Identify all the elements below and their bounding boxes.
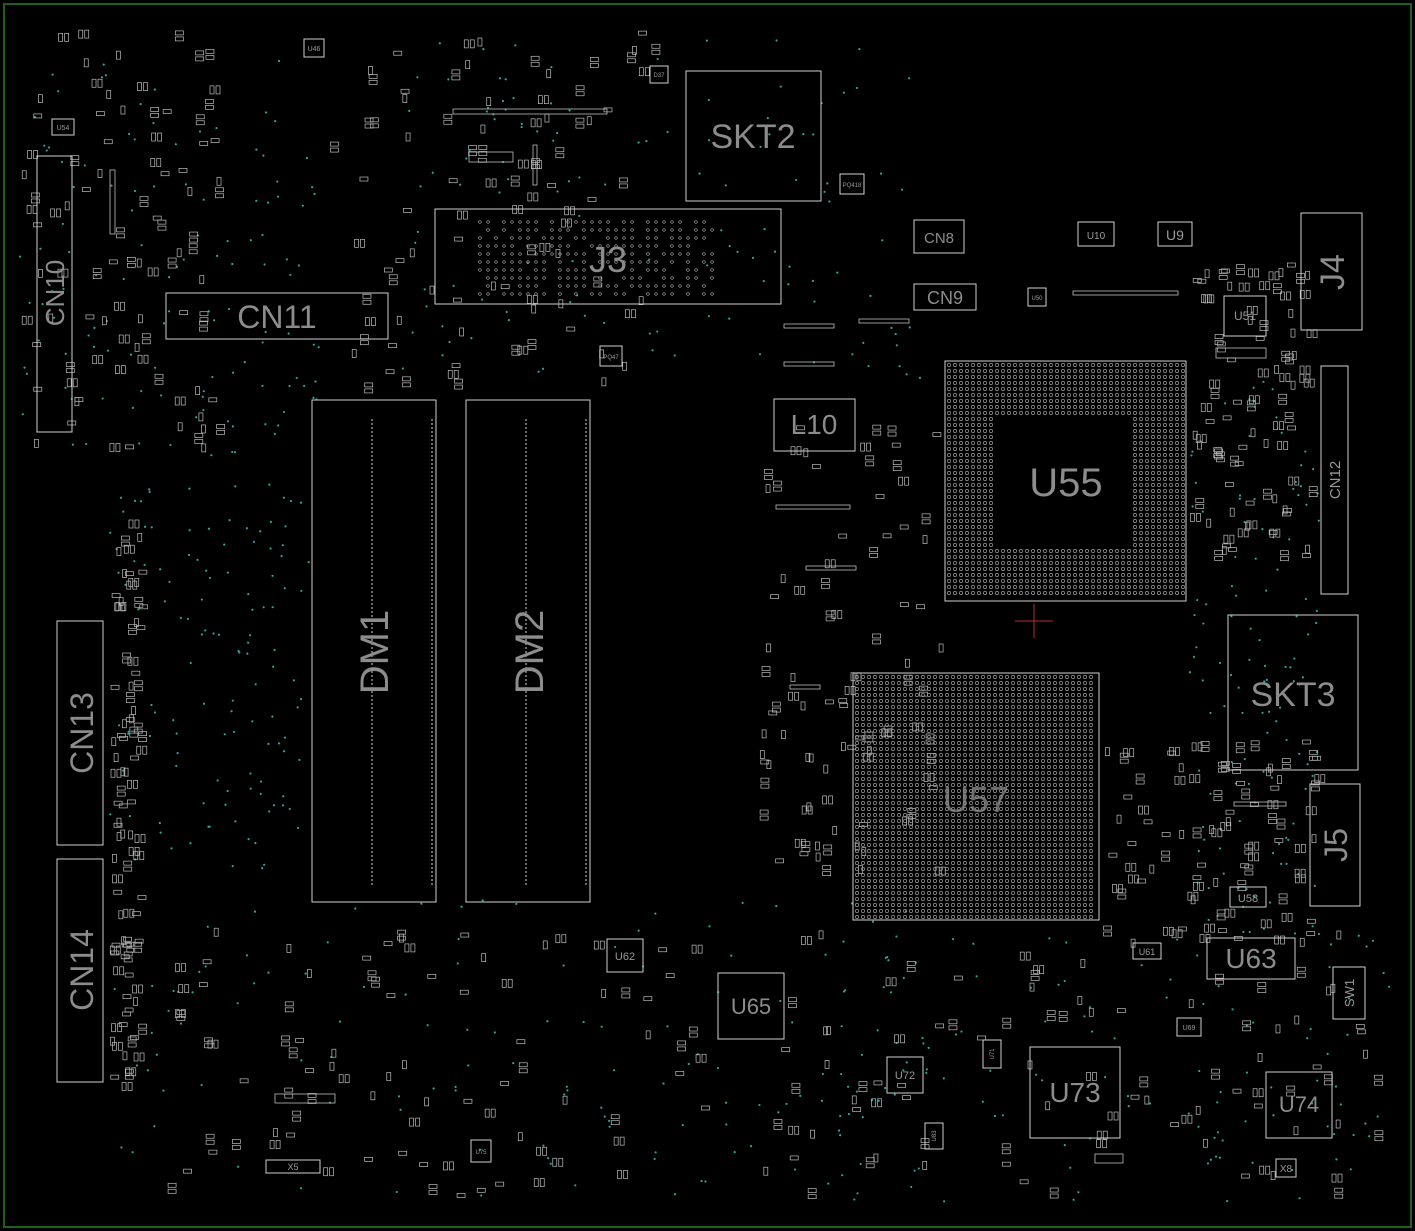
u73-chip[interactable]: U73 bbox=[1029, 1046, 1121, 1139]
u69-label: U69 bbox=[1183, 1025, 1196, 1032]
sw1-switch[interactable]: SW1 bbox=[1332, 966, 1366, 1020]
pq418-mosfet[interactable]: PQ418 bbox=[839, 173, 865, 195]
u65-chip[interactable]: U65 bbox=[717, 972, 785, 1040]
u57-label: U57 bbox=[943, 779, 1009, 820]
dm2-dimm-slot[interactable]: DM2 bbox=[465, 399, 591, 903]
cn8-connector[interactable]: CN8 bbox=[913, 219, 965, 254]
cn11-connector[interactable]: CN11 bbox=[165, 292, 389, 340]
board-edge bbox=[3, 3, 1412, 1228]
u74-label: U74 bbox=[1279, 1092, 1319, 1117]
j3-connector[interactable]: J3 bbox=[434, 208, 782, 305]
x8-crystal[interactable]: X8 bbox=[1275, 1158, 1297, 1178]
u65-label: U65 bbox=[731, 994, 771, 1019]
u10-chip[interactable]: U10 bbox=[1077, 221, 1115, 247]
u51-label: U51 bbox=[1234, 309, 1256, 323]
u46-label: U46 bbox=[308, 46, 321, 53]
u46-chip[interactable]: U46 bbox=[303, 38, 325, 58]
u54-chip[interactable]: U54 bbox=[51, 118, 75, 136]
x5-label: X5 bbox=[287, 1162, 298, 1172]
cn11-label: CN11 bbox=[237, 299, 316, 335]
u62-chip[interactable]: U62 bbox=[606, 938, 644, 973]
pq47-label: PQ47 bbox=[603, 355, 619, 361]
u75-label: U75 bbox=[475, 1150, 487, 1156]
cn13-label: CN13 bbox=[64, 692, 100, 774]
pq418-label: PQ418 bbox=[843, 183, 862, 189]
u71-chip[interactable]: U71 bbox=[982, 1039, 1002, 1069]
skt2-socket[interactable]: SKT2 bbox=[685, 70, 822, 202]
l10-label: L10 bbox=[791, 409, 838, 440]
u73-label: U73 bbox=[1049, 1077, 1100, 1108]
cn9-connector[interactable]: CN9 bbox=[913, 283, 977, 311]
cn14-label: CN14 bbox=[64, 929, 100, 1011]
skt3-label: SKT3 bbox=[1250, 676, 1335, 714]
u50-chip[interactable]: U50 bbox=[1027, 287, 1047, 307]
cn10-label: CN10 bbox=[40, 260, 70, 326]
skt3-socket[interactable]: SKT3 bbox=[1227, 614, 1359, 771]
l10-inductor[interactable]: L10 bbox=[773, 398, 856, 452]
header-strips bbox=[109, 108, 1287, 1164]
u9-chip[interactable]: U9 bbox=[1157, 221, 1193, 247]
u58-chip[interactable]: U58 bbox=[1229, 886, 1267, 908]
u72-label: U72 bbox=[895, 1070, 915, 1082]
u54-label: U54 bbox=[57, 125, 70, 132]
u62-label: U62 bbox=[615, 951, 635, 963]
cn10-connector[interactable]: CN10 bbox=[36, 155, 73, 433]
j5-connector[interactable]: J5 bbox=[1309, 783, 1361, 907]
u61-label: U61 bbox=[1139, 947, 1156, 957]
cn14-connector[interactable]: CN14 bbox=[56, 858, 104, 1083]
cn12-connector[interactable]: CN12 bbox=[1320, 365, 1349, 595]
j5-label: J5 bbox=[1318, 828, 1354, 862]
u75-chip[interactable]: U75 bbox=[470, 1139, 492, 1163]
u63-chip[interactable]: U63 bbox=[1206, 937, 1296, 980]
u71-label: U71 bbox=[990, 1048, 996, 1060]
skt2-label: SKT2 bbox=[710, 118, 795, 156]
dm1-dimm-slot[interactable]: DM1 bbox=[311, 399, 437, 903]
cn9-label: CN9 bbox=[927, 288, 963, 308]
u55-label: U55 bbox=[1029, 461, 1102, 505]
cn12-label: CN12 bbox=[1327, 461, 1344, 499]
via-field bbox=[18, 39, 1391, 1203]
u57-bga[interactable]: U57 bbox=[852, 672, 1100, 921]
pq47-mosfet[interactable]: PQ47 bbox=[599, 345, 623, 367]
sw1-label: SW1 bbox=[1342, 979, 1357, 1007]
u51-chip[interactable]: U51 bbox=[1223, 295, 1267, 337]
u72-chip[interactable]: U72 bbox=[886, 1056, 924, 1094]
j4-label: J4 bbox=[1314, 254, 1352, 290]
cn8-label: CN8 bbox=[924, 230, 954, 247]
u9-label: U9 bbox=[1166, 227, 1184, 243]
x5-crystal[interactable]: X5 bbox=[265, 1159, 321, 1174]
d37-diode[interactable]: D37 bbox=[649, 65, 669, 84]
j4-connector[interactable]: J4 bbox=[1300, 212, 1363, 331]
u83-chip[interactable]: U83 bbox=[924, 1122, 944, 1150]
u10-label: U10 bbox=[1087, 231, 1106, 242]
dm2-label: DM2 bbox=[508, 610, 552, 694]
u58-label: U58 bbox=[1238, 893, 1258, 905]
u69-chip[interactable]: U69 bbox=[1176, 1017, 1202, 1037]
u55-bga[interactable]: U55 bbox=[944, 360, 1187, 602]
origin-crosshair bbox=[1015, 604, 1053, 638]
u83-label: U83 bbox=[932, 1130, 938, 1142]
d37-label: D37 bbox=[653, 73, 665, 79]
x8-label: X8 bbox=[1280, 1164, 1293, 1175]
u50-label: U50 bbox=[1031, 296, 1043, 302]
j3-label: J3 bbox=[589, 239, 627, 280]
dm1-label: DM1 bbox=[353, 610, 397, 694]
u61-chip[interactable]: U61 bbox=[1132, 942, 1162, 960]
u63-label: U63 bbox=[1225, 943, 1276, 974]
u74-chip[interactable]: U74 bbox=[1265, 1071, 1333, 1139]
cn13-connector[interactable]: CN13 bbox=[56, 620, 104, 846]
